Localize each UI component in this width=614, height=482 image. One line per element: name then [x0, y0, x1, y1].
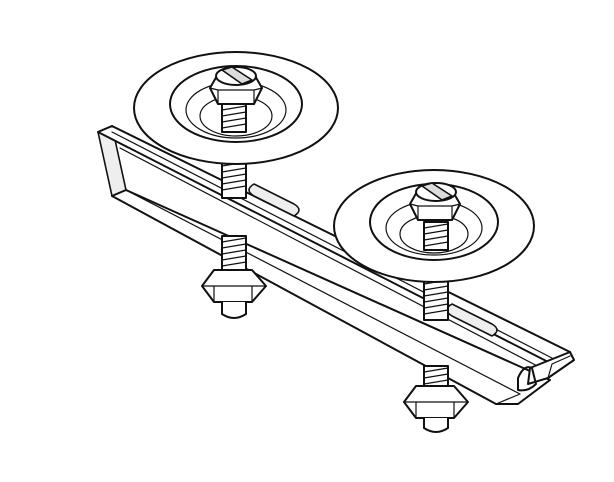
screw-slot-right	[421, 182, 453, 201]
rail-slot-left	[248, 183, 300, 217]
bolt-assembly-right	[333, 169, 535, 433]
hex-bolt-head-left	[209, 66, 263, 105]
hex-bolt-head-right	[409, 182, 461, 221]
screw-slot-left	[221, 66, 253, 85]
bolt-assembly-left	[133, 51, 339, 319]
hex-nut-right	[403, 385, 469, 433]
hex-nut-left	[201, 269, 267, 319]
